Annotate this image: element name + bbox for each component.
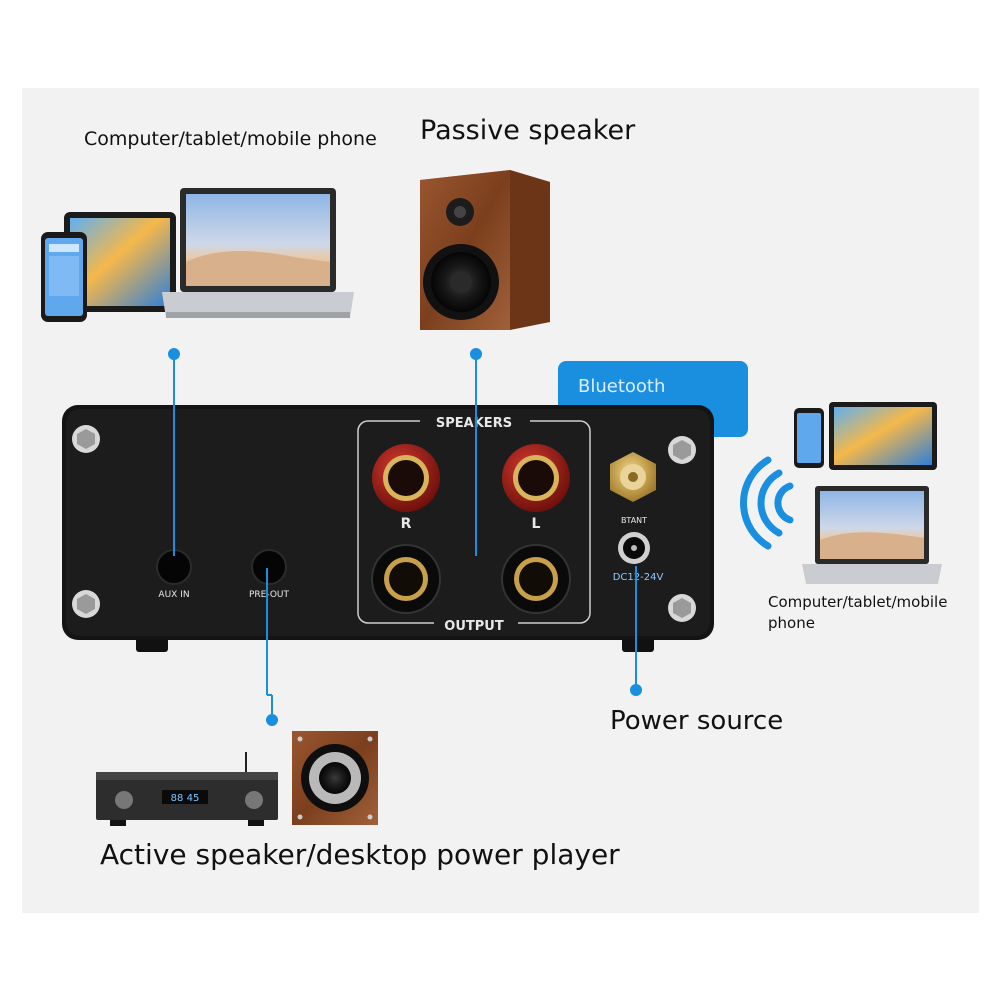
connector-lines — [168, 348, 642, 726]
screws — [72, 425, 696, 622]
left-label: L — [532, 516, 541, 532]
label-computer-top: Computer/tablet/mobile phone — [84, 128, 377, 150]
right-label: R — [401, 516, 412, 532]
label-active-speaker: Active speaker/desktop power player — [100, 838, 620, 871]
right-devices-group — [794, 402, 942, 584]
bt-antenna-connector — [610, 452, 656, 502]
receiver-display: 88 45 — [171, 793, 200, 804]
aux-in-label: AUX IN — [158, 590, 189, 600]
output-label: OUTPUT — [444, 619, 504, 634]
binding-post-r-black — [371, 544, 441, 614]
label-passive-speaker: Passive speaker — [420, 115, 636, 146]
passive-speaker — [420, 170, 550, 330]
wireless-signal-icon — [740, 456, 794, 550]
bt-ant-label: BTANT — [621, 516, 647, 525]
computer-tablet-phone-group — [41, 188, 354, 322]
label-power-source: Power source — [610, 706, 784, 736]
desktop-power-player: 88 45 — [96, 752, 278, 826]
binding-post-l-red — [502, 444, 570, 512]
pre-out-jack — [251, 549, 287, 585]
binding-post-l-black — [501, 544, 571, 614]
binding-post-r-red — [372, 444, 440, 512]
bookshelf-speaker-bottom — [292, 731, 378, 825]
dc-label: DC12-24V — [613, 572, 664, 583]
pre-out-label: PRE-OUT — [249, 590, 290, 600]
amplifier-back-panel: AUX IN PRE-OUT SPEAKERS OUTPUT R L — [62, 405, 714, 652]
label-computer-right: Computer/tablet/mobile phone — [768, 593, 948, 632]
speakers-label: SPEAKERS — [436, 416, 512, 431]
